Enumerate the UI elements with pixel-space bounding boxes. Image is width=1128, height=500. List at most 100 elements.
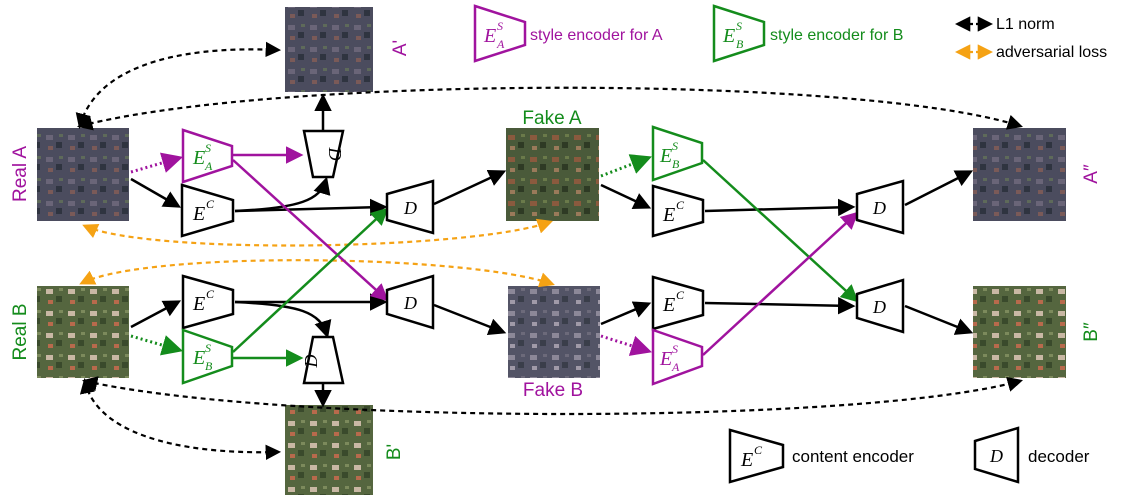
content-enc-a-to-recon-decoder-arrow xyxy=(234,176,331,213)
svg-text:E: E xyxy=(659,145,672,167)
recon-decoder-b-node: D xyxy=(301,335,345,385)
legend-style-encoder-a-text: style encoder for A xyxy=(530,27,663,44)
fake-b-to-content-enc-arrow xyxy=(600,301,652,326)
real-b-label: Real B xyxy=(10,303,31,360)
svg-text:C: C xyxy=(206,197,215,211)
svg-text:B: B xyxy=(736,37,744,51)
svg-text:C: C xyxy=(754,443,763,457)
decoder-a-double-prime-node: D xyxy=(855,179,905,235)
a-double-prime-label: A″ xyxy=(1081,164,1102,184)
content-encoder-b-node: E C xyxy=(181,274,235,330)
real-a-image xyxy=(37,128,129,221)
style-encoder-fake-b-node: E S A xyxy=(651,328,704,386)
svg-text:S: S xyxy=(736,19,742,33)
svg-text:S: S xyxy=(205,141,211,155)
real-a-label: Real A xyxy=(10,146,31,202)
svg-text:D: D xyxy=(325,147,345,161)
legend-style-encoder-b: E S B style encoder for B xyxy=(712,4,903,63)
legend-style-encoder-a-symbol xyxy=(473,4,527,63)
content-encoder-fake-b-node: E C xyxy=(651,275,705,331)
svg-text:E: E xyxy=(722,25,735,47)
real-a-to-content-enc-arrow xyxy=(130,177,182,208)
real-b-to-content-enc-arrow xyxy=(130,300,182,329)
decoder-b-double-prime-node: D xyxy=(855,278,905,334)
real-b-to-style-enc-b-arrow xyxy=(130,334,184,356)
content-enc-b-to-recon-decoder-arrow xyxy=(234,300,332,339)
b-double-prime-label: B″ xyxy=(1081,322,1102,342)
fake-a-to-style-enc-b-arrow xyxy=(600,154,652,178)
legend-style-encoder-b-text: style encoder for B xyxy=(770,27,903,44)
style-encoder-a-node: E S A xyxy=(181,128,234,184)
svg-text:E: E xyxy=(192,293,205,315)
real-a-to-style-enc-a-arrow xyxy=(130,152,184,174)
svg-text:E: E xyxy=(192,147,205,169)
svg-text:E: E xyxy=(662,294,675,316)
fake-b-label: Fake B xyxy=(523,380,583,401)
decoder-to-fake-a-arrow xyxy=(433,169,507,206)
legend-l1-norm: L1 norm xyxy=(954,16,1055,33)
content-enc-fb-to-decoder-arrow xyxy=(704,296,856,315)
real-b-image xyxy=(37,286,129,378)
style-enc-fb-to-decoder-arrow xyxy=(702,211,859,356)
decoder-fake-a-node: D xyxy=(385,179,435,235)
content-encoder-a-node: E C xyxy=(180,183,235,238)
a-double-prime-image xyxy=(973,128,1066,221)
svg-text:E: E xyxy=(659,348,672,370)
content-enc-fa-to-decoder-arrow xyxy=(704,198,856,217)
decoder-to-b-double-prime-arrow xyxy=(904,304,974,335)
style-a-to-decoder-fake-b-arrow xyxy=(232,159,389,302)
content-encoder-fake-a-node: E C xyxy=(651,184,705,238)
b-double-prime-image xyxy=(973,286,1066,378)
legend-content-encoder: E C content encoder xyxy=(728,428,914,484)
legend-content-encoder-symbol xyxy=(728,428,785,484)
style-encoder-fake-a-node: E S B xyxy=(651,125,704,182)
svg-text:C: C xyxy=(206,287,215,301)
legend-decoder-text: decoder xyxy=(1028,447,1090,466)
svg-text:A: A xyxy=(204,159,213,173)
svg-text:D: D xyxy=(403,293,417,313)
style-b-to-decoder-fake-a-arrow xyxy=(232,207,389,353)
l1-arrow-real-a-a-double-prime xyxy=(77,86,1023,131)
l1-arrow-real-b-b-double-prime xyxy=(81,376,1023,416)
decoder-to-fake-b-arrow xyxy=(433,303,507,336)
legend-adversarial-loss: adversarial loss xyxy=(954,44,1107,61)
svg-text:E: E xyxy=(192,347,205,369)
legend-decoder-symbol xyxy=(973,426,1020,484)
svg-text:D: D xyxy=(872,297,886,317)
fake-a-to-content-enc-arrow xyxy=(600,183,652,209)
adv-arrow-real-b-fake-b xyxy=(79,259,555,288)
legend-style-encoder-b-symbol xyxy=(712,4,766,63)
svg-text:E: E xyxy=(483,25,496,47)
svg-text:S: S xyxy=(497,19,503,33)
svg-text:S: S xyxy=(672,342,678,356)
adv-arrow-real-a-fake-a xyxy=(82,218,553,247)
fake-a-image xyxy=(506,128,599,221)
svg-text:D: D xyxy=(403,198,417,218)
l1-arrow-real-b-b-prime xyxy=(79,377,282,461)
fake-b-to-style-enc-a-arrow xyxy=(600,334,653,356)
style-encoder-b-node: E S B xyxy=(181,328,234,385)
svg-text:A: A xyxy=(671,360,680,374)
legend-l1-text: L1 norm xyxy=(996,16,1055,33)
b-prime-image xyxy=(285,405,373,495)
svg-text:E: E xyxy=(192,203,205,225)
svg-text:B: B xyxy=(205,359,213,373)
svg-text:S: S xyxy=(205,341,211,355)
legend-style-encoder-a: E S A style encoder for A xyxy=(473,4,663,63)
svg-text:S: S xyxy=(672,139,678,153)
svg-text:D: D xyxy=(989,446,1003,466)
svg-text:E: E xyxy=(740,449,753,471)
legend-content-encoder-text: content encoder xyxy=(792,447,914,466)
recon-decoder-a-node: D xyxy=(302,129,345,179)
decoder-to-a-double-prime-arrow xyxy=(904,170,974,207)
legend-decoder: D decoder xyxy=(973,426,1090,484)
svg-text:D: D xyxy=(872,198,886,218)
svg-text:A: A xyxy=(496,37,505,51)
svg-text:B: B xyxy=(672,157,680,171)
l1-arrow-real-a-a-prime xyxy=(75,41,282,129)
b-prime-label: B' xyxy=(384,444,405,460)
svg-text:C: C xyxy=(676,288,685,302)
a-prime-label: A' xyxy=(390,40,411,56)
legend-adv-text: adversarial loss xyxy=(996,44,1107,61)
